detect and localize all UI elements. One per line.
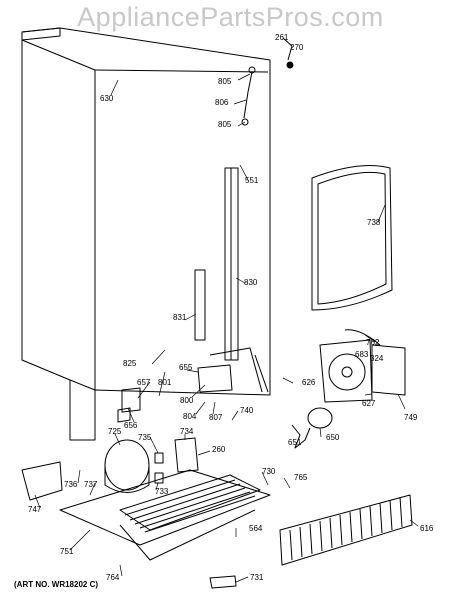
- callout-part-734: 734: [180, 427, 194, 436]
- callout-part-261: 261: [275, 33, 289, 42]
- condenser-coils: [119, 474, 261, 561]
- gasket-738-shape: [311, 165, 393, 311]
- callout-part-651: 651: [288, 438, 302, 447]
- callout-part-737: 737: [84, 480, 98, 489]
- callout-part-270: 270: [290, 43, 304, 52]
- fan-housing-shape: [319, 339, 373, 403]
- valve-shape: [197, 364, 233, 393]
- callout-part-765: 765: [294, 473, 308, 482]
- callout-part-749: 749: [404, 413, 418, 422]
- insulation-831-shape: [194, 269, 206, 341]
- callout-part-650: 650: [326, 433, 340, 442]
- cabinet: [21, 27, 271, 441]
- callout-part-630: 630: [100, 94, 114, 103]
- callout-part-564: 564: [249, 524, 263, 533]
- bracket-747-shape: [21, 461, 63, 501]
- callout-part-655: 655: [179, 363, 193, 372]
- callout-part-627: 627: [362, 399, 376, 408]
- base-pan-shape: [59, 469, 271, 546]
- callout-part-324: 324: [370, 354, 384, 363]
- callout-part-747: 747: [28, 505, 42, 514]
- callout-part-801: 801: [158, 378, 172, 387]
- callout-part-830: 830: [244, 278, 258, 287]
- callout-part-764: 764: [106, 573, 120, 582]
- callout-part-807: 807: [209, 413, 223, 422]
- bracket-749-shape: [371, 344, 406, 396]
- callout-part-831: 831: [173, 313, 187, 322]
- callout-part-805-top: 805: [218, 77, 232, 86]
- callout-part-738: 738: [367, 218, 381, 227]
- callout-part-806: 806: [215, 98, 229, 107]
- callout-part-551: 551: [245, 176, 259, 185]
- fan-motor-shape: [307, 407, 333, 429]
- tube-830-shape: [224, 167, 239, 361]
- callout-part-825: 825: [123, 359, 137, 368]
- callout-part-725: 725: [108, 427, 122, 436]
- callout-part-733: 733: [155, 487, 169, 496]
- art-number: (ART NO. WR18202 C): [14, 580, 99, 589]
- callout-part-656: 656: [124, 421, 138, 430]
- callout-part-736: 736: [64, 480, 78, 489]
- callout-part-762: 762: [366, 338, 380, 347]
- grille-616-shape: [279, 494, 413, 566]
- tube-806-shape: [243, 71, 253, 119]
- compressor-shape: [104, 439, 150, 491]
- callout-part-730: 730: [262, 467, 276, 476]
- leader-lines: [34, 73, 419, 583]
- callout-part-683: 683: [355, 350, 369, 359]
- callout-part-805-bottom: 805: [218, 120, 232, 129]
- watermark: AppliancePartsPros.com: [77, 2, 384, 32]
- callout-part-260: 260: [212, 445, 226, 454]
- callout-part-735: 735: [138, 433, 152, 442]
- callout-part-626: 626: [302, 378, 316, 387]
- callout-part-751: 751: [60, 547, 74, 556]
- callout-part-800: 800: [180, 396, 194, 405]
- callout-part-740: 740: [240, 406, 254, 415]
- callout-part-616: 616: [420, 524, 434, 533]
- callout-part-804: 804: [183, 412, 197, 421]
- callout-part-657: 657: [137, 378, 151, 387]
- callout-part-731: 731: [250, 573, 264, 582]
